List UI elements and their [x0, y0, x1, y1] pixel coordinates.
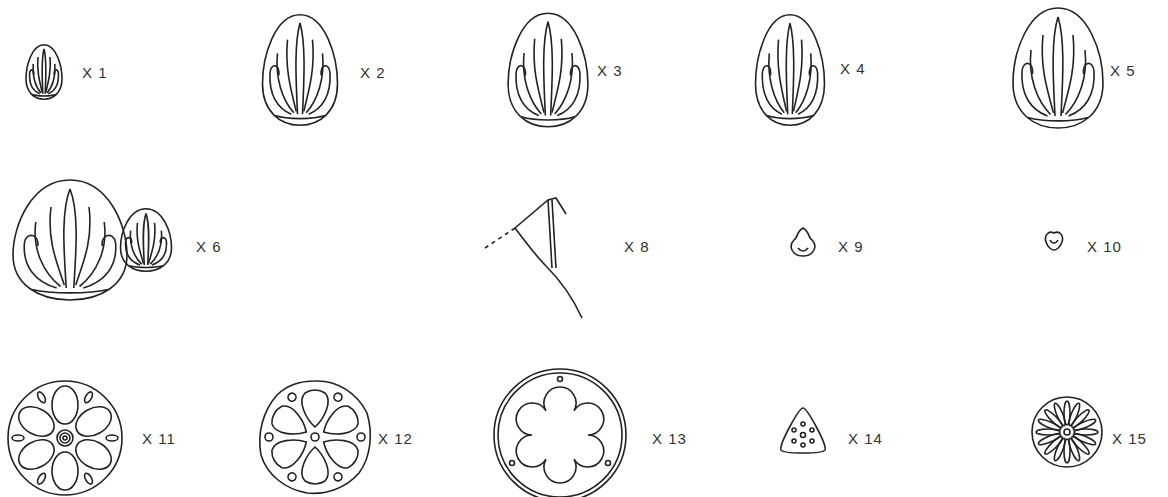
figure-label: X 5 [1110, 62, 1136, 79]
figure-label: X 10 [1087, 238, 1122, 255]
figure-label: X 6 [196, 238, 222, 255]
figure-label: X 11 [142, 430, 176, 447]
rosette-stamp [1032, 397, 1102, 467]
figure-label: X 8 [624, 238, 650, 255]
figure-label: X 12 [378, 430, 413, 447]
figure-label: X 2 [360, 64, 386, 81]
rosette-stamp [781, 408, 825, 453]
rosette-stamp [260, 381, 370, 493]
rosette-stamp [8, 381, 122, 495]
figure-label: X 13 [652, 430, 687, 447]
figure-label: X 15 [1112, 430, 1147, 447]
figure-label: X 14 [848, 430, 883, 447]
figure-label: X 3 [597, 62, 623, 79]
rosette-stamp [494, 369, 626, 497]
palmette-stamp [13, 8, 1103, 300]
fragment-stamp [485, 198, 582, 318]
figure-label: X 9 [838, 238, 864, 255]
figure-label: X 1 [82, 64, 108, 81]
small-stamp [791, 228, 1062, 256]
figure-label: X 4 [840, 60, 866, 77]
